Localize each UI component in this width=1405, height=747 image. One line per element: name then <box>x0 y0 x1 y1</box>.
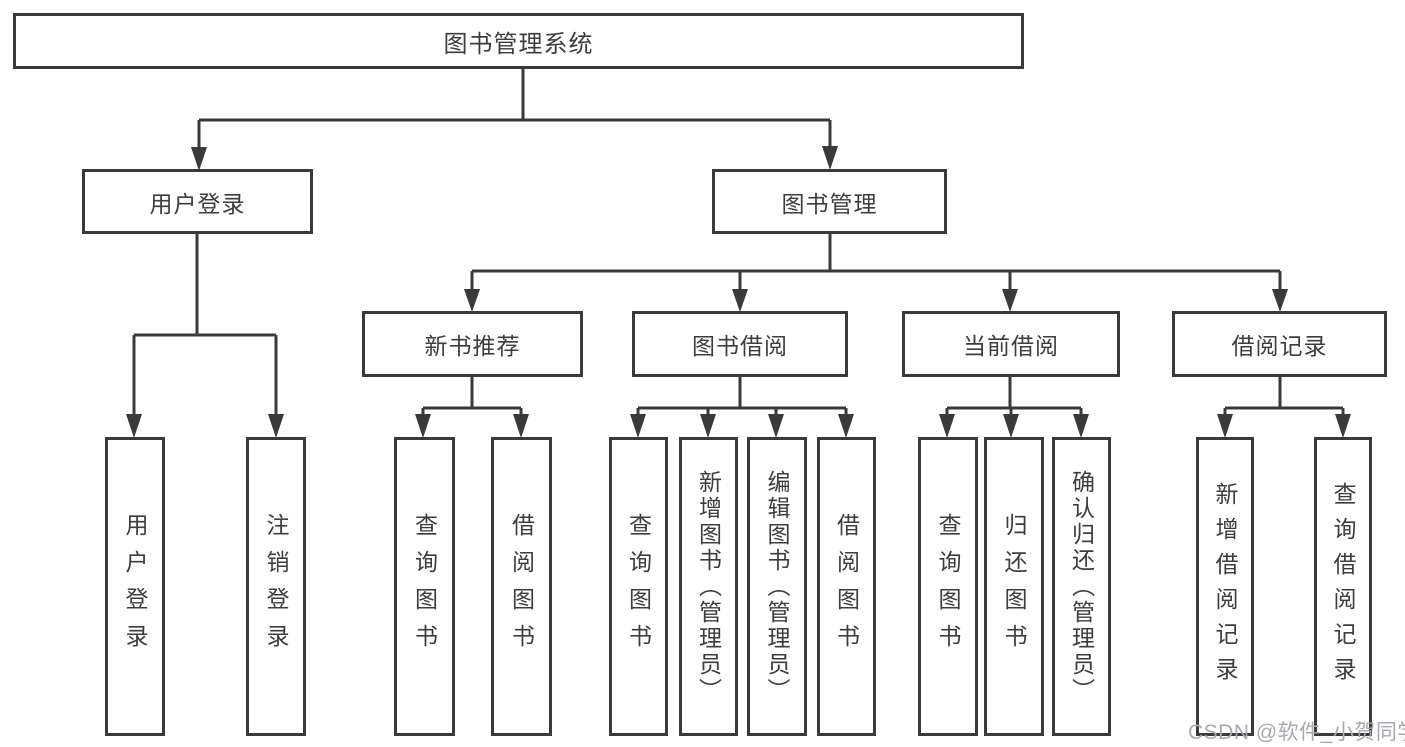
leaf-confirm-return-admin-label: 确认归还（管理员） <box>1068 469 1095 704</box>
leaf-edit-book-admin: 编辑图书（管理员） <box>747 437 807 736</box>
node-current-borrowing: 当前借阅 <box>902 311 1120 377</box>
leaf-query-books-current-label: 查询图书 <box>935 512 961 661</box>
node-library-system-label: 图书管理系统 <box>443 30 594 58</box>
leaf-user-login-label: 用户登录 <box>122 512 148 661</box>
node-borrowing-records: 借阅记录 <box>1172 311 1387 377</box>
leaf-logout: 注销登录 <box>246 437 306 736</box>
node-book-borrowing: 图书借阅 <box>632 311 848 377</box>
leaf-return-book-label: 归还图书 <box>1001 512 1027 661</box>
node-book-management-label: 图书管理 <box>781 190 878 217</box>
node-user-login: 用户登录 <box>82 169 313 234</box>
leaf-query-books-borrowing: 查询图书 <box>609 437 668 736</box>
leaf-edit-book-admin-label: 编辑图书（管理员） <box>764 469 790 704</box>
node-book-management: 图书管理 <box>712 169 947 234</box>
leaf-confirm-return-admin: 确认归还（管理员） <box>1052 437 1111 736</box>
leaf-borrow-books-recommend-label: 借阅图书 <box>508 512 535 661</box>
leaf-add-borrow-record-label: 新增借阅记录 <box>1212 481 1238 692</box>
leaf-query-books-borrowing-label: 查询图书 <box>625 512 652 661</box>
leaf-query-books-recommend: 查询图书 <box>394 437 455 736</box>
leaf-query-books-recommend-label: 查询图书 <box>411 512 438 661</box>
leaf-add-book-admin: 新增图书（管理员） <box>679 437 738 736</box>
node-new-book-recommend-label: 新书推荐 <box>424 333 521 359</box>
node-user-login-label: 用户登录 <box>149 190 246 217</box>
leaf-return-book: 归还图书 <box>984 437 1044 736</box>
node-current-borrowing-label: 当前借阅 <box>963 333 1059 359</box>
node-library-system: 图书管理系统 <box>13 13 1024 69</box>
leaf-borrow-books-borrowing-label: 借阅图书 <box>833 512 860 661</box>
leaf-borrow-books-borrowing: 借阅图书 <box>817 437 876 736</box>
node-book-borrowing-label: 图书借阅 <box>692 333 788 359</box>
leaf-logout-label: 注销登录 <box>263 512 289 661</box>
leaf-add-book-admin-label: 新增图书（管理员） <box>695 469 722 704</box>
leaf-add-borrow-record: 新增借阅记录 <box>1196 437 1254 736</box>
leaf-user-login: 用户登录 <box>105 437 165 736</box>
node-borrowing-records-label: 借阅记录 <box>1231 333 1328 359</box>
leaf-borrow-books-recommend: 借阅图书 <box>491 437 552 736</box>
leaf-query-borrow-record: 查询借阅记录 <box>1314 437 1372 736</box>
leaf-query-borrow-record-label: 查询借阅记录 <box>1330 481 1356 692</box>
node-new-book-recommend: 新书推荐 <box>362 311 583 377</box>
leaf-query-books-current: 查询图书 <box>918 437 978 736</box>
watermark: CSDN @软件_小贺同学 <box>1188 721 1405 744</box>
